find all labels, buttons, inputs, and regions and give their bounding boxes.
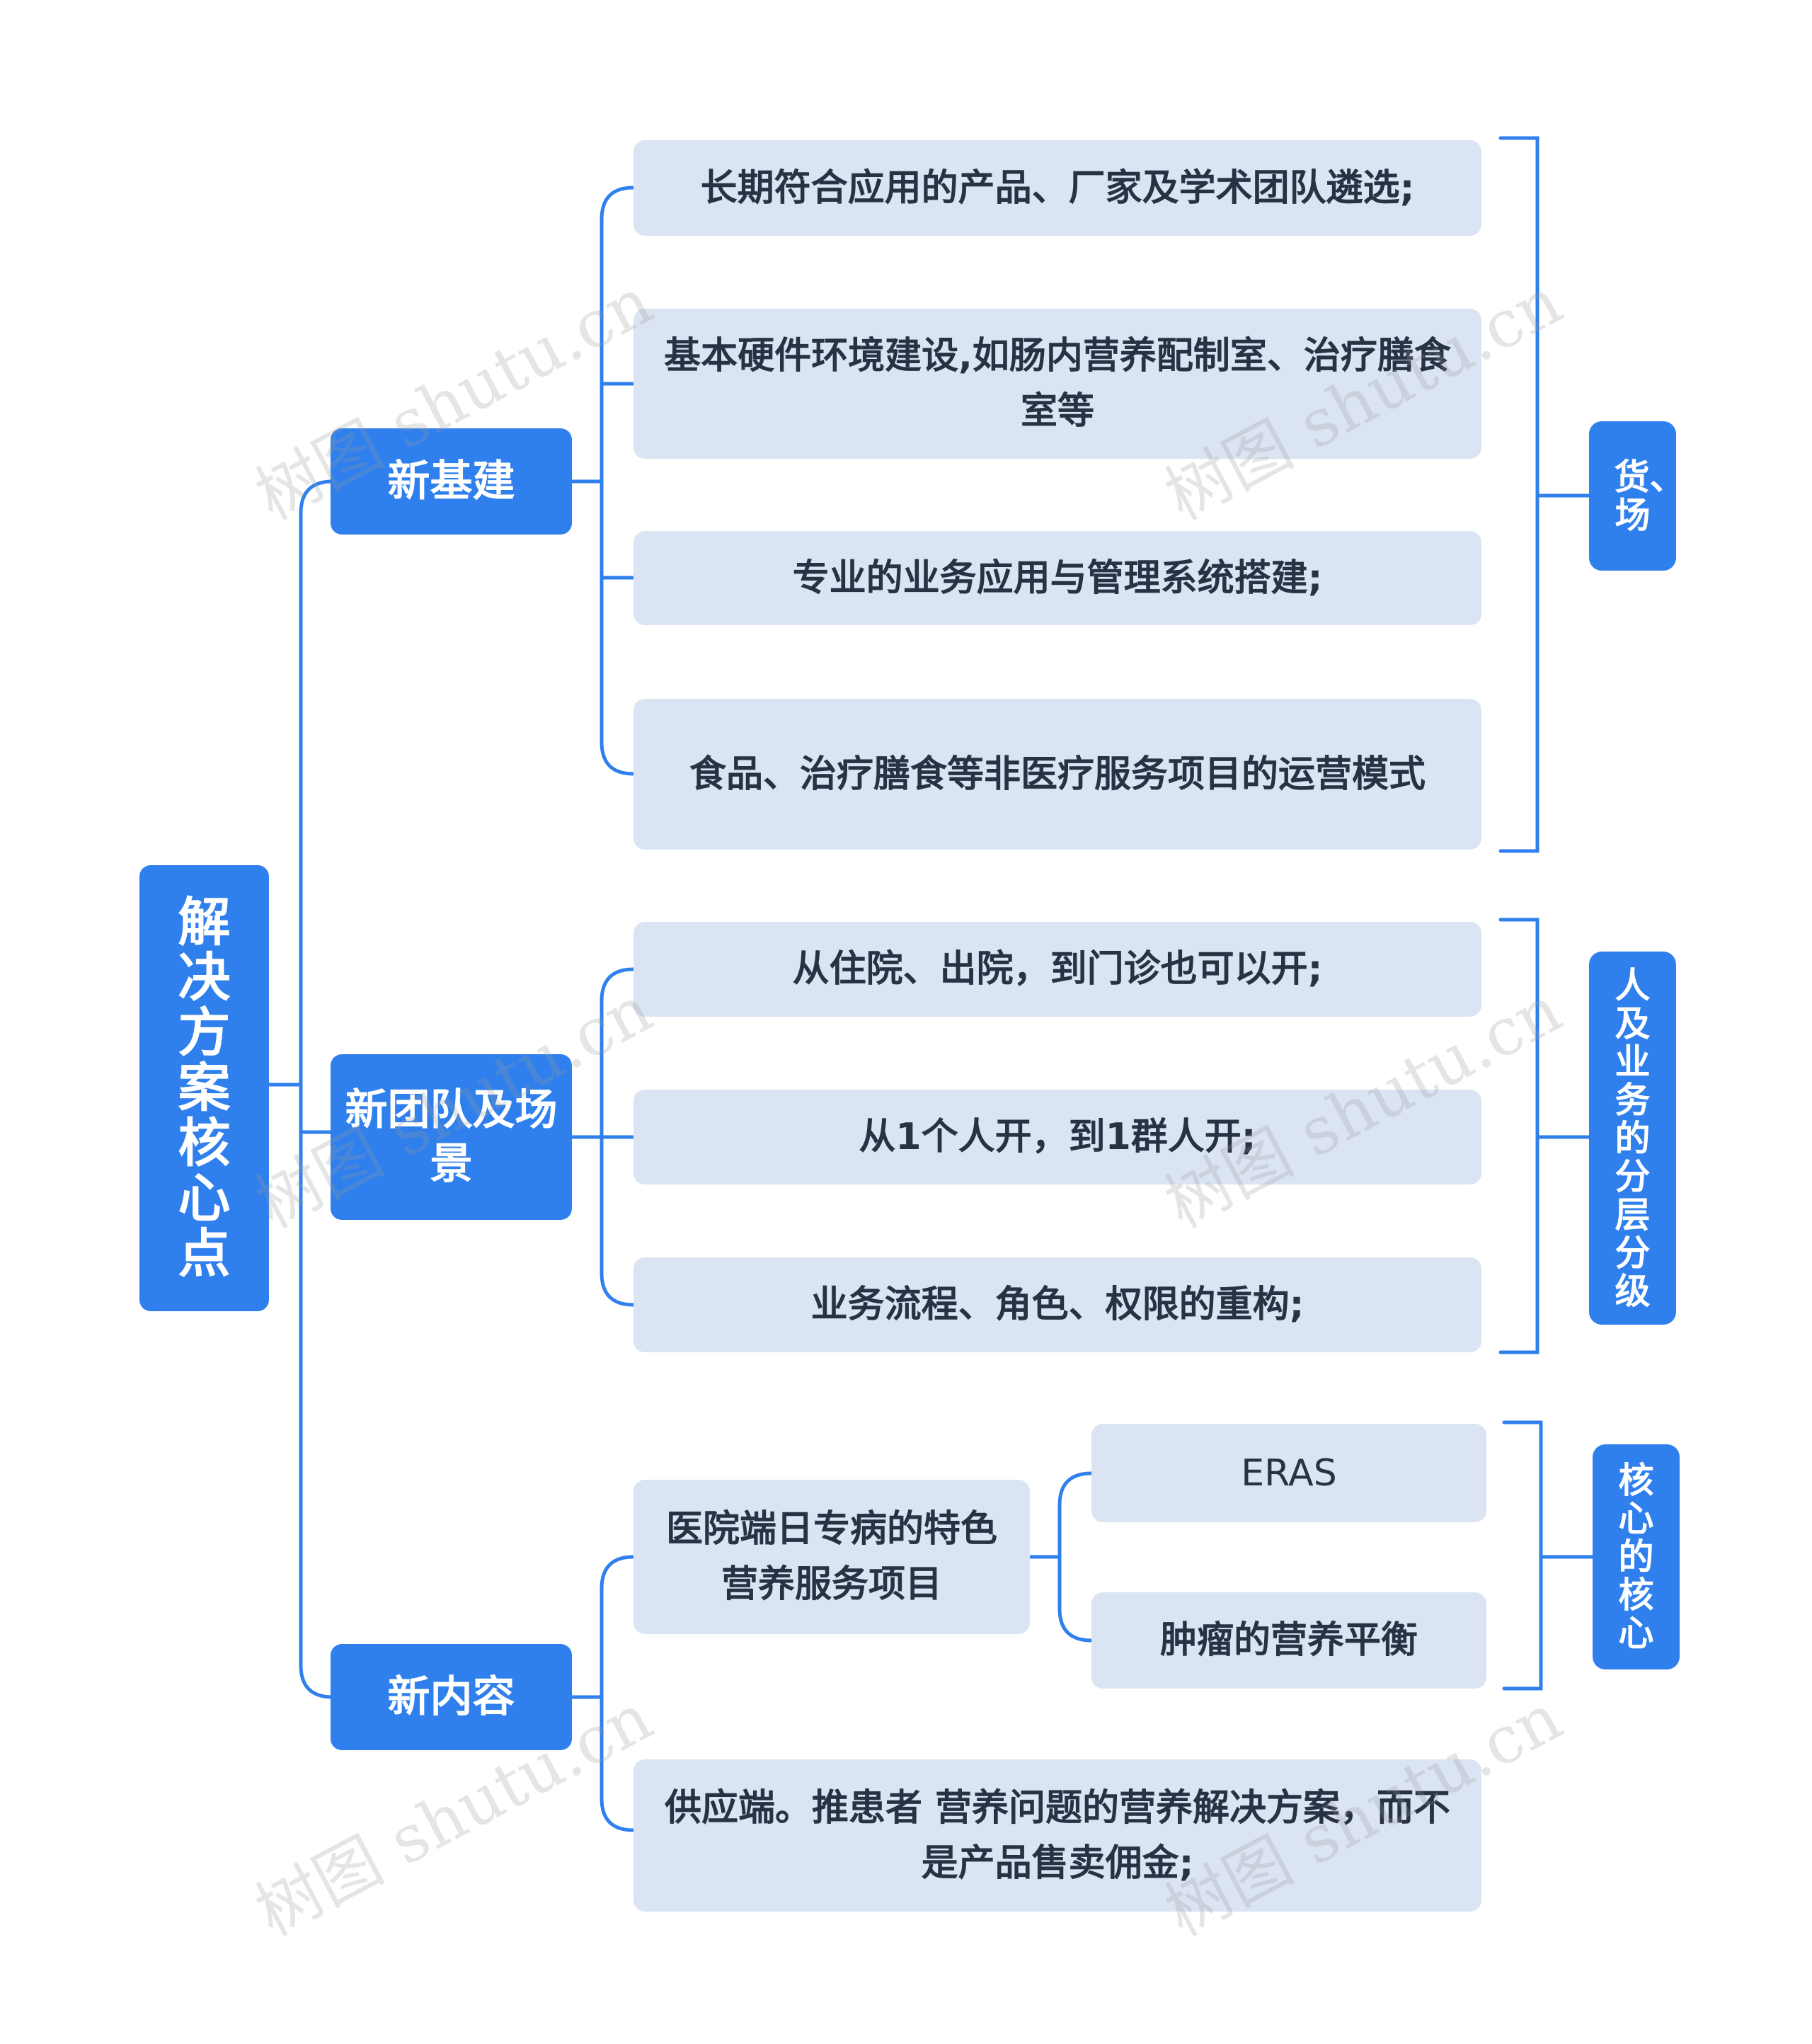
summary-label-text: 人及业务的分层分级 [1615,964,1651,1312]
summary-label-text: 货、场 [1614,456,1685,536]
leaf-label: 食品、治疗膳食等非医疗服务项目的运营模式 [689,753,1426,796]
leaf-label: 肿瘤的营养平衡 [1159,1619,1418,1662]
branch-new-team-scene[interactable]: 新团队及场景 [331,1054,572,1220]
leaf-node[interactable]: 长期符合应用的产品、厂家及学术团队遴选; [633,140,1481,236]
leaf-label: 从住院、出院，到门诊也可以开; [792,948,1323,990]
branch-new-infrastructure[interactable]: 新基建 [331,428,572,535]
leaf-label: 业务流程、角色、权限的重构; [810,1284,1304,1326]
branch-label: 新内容 [387,1672,515,1722]
branch-label: 新基建 [387,457,515,506]
leaf-label: 专业的业务应用与管理系统搭建; [792,556,1323,600]
leaf-node[interactable]: ERAS [1091,1424,1486,1522]
leaf-label: 基本硬件环境建设,如肠内营养配制室、治疗膳食室等 [664,335,1451,433]
sub-node[interactable]: 医院端日专病的特色营养服务项目 [633,1480,1030,1634]
leaf-node[interactable]: 业务流程、角色、权限的重构; [633,1257,1481,1352]
root-node[interactable]: 解决方案核心点 [139,865,269,1311]
summary-label-goods-venue[interactable]: 货、场 [1589,421,1685,571]
root-label: 解决方案核心点 [178,892,231,1284]
leaf-label: 从1个人开，到1群人开; [859,1116,1256,1158]
leaf-label: 医院端日专病的特色营养服务项目 [665,1508,997,1606]
leaf-node[interactable]: 从住院、出院，到门诊也可以开; [633,922,1481,1017]
leaf-node[interactable]: 食品、治疗膳食等非医疗服务项目的运营模式 [633,699,1481,850]
summary-label-people-tiering[interactable]: 人及业务的分层分级 [1589,952,1676,1325]
leaf-label: ERAS [1241,1451,1337,1495]
leaf-node[interactable]: 供应端。推患者 营养问题的营养解决方案，而不是产品售卖佣金; [633,1759,1481,1912]
summary-label-core[interactable]: 核心的核心 [1593,1444,1680,1669]
branch-new-content[interactable]: 新内容 [331,1644,572,1750]
leaf-node[interactable]: 基本硬件环境建设,如肠内营养配制室、治疗膳食室等 [633,309,1481,459]
leaf-label: 长期符合应用的产品、厂家及学术团队遴选; [700,166,1415,210]
leaf-node[interactable]: 专业的业务应用与管理系统搭建; [633,531,1481,625]
leaf-node[interactable]: 肿瘤的营养平衡 [1091,1592,1486,1689]
summary-label-text: 核心的核心 [1618,1460,1654,1654]
leaf-label: 供应端。推患者 营养问题的营养解决方案，而不是产品售卖佣金; [664,1786,1451,1885]
branch-label: 新团队及场景 [345,1085,558,1189]
leaf-node[interactable]: 从1个人开，到1群人开; [633,1090,1481,1184]
